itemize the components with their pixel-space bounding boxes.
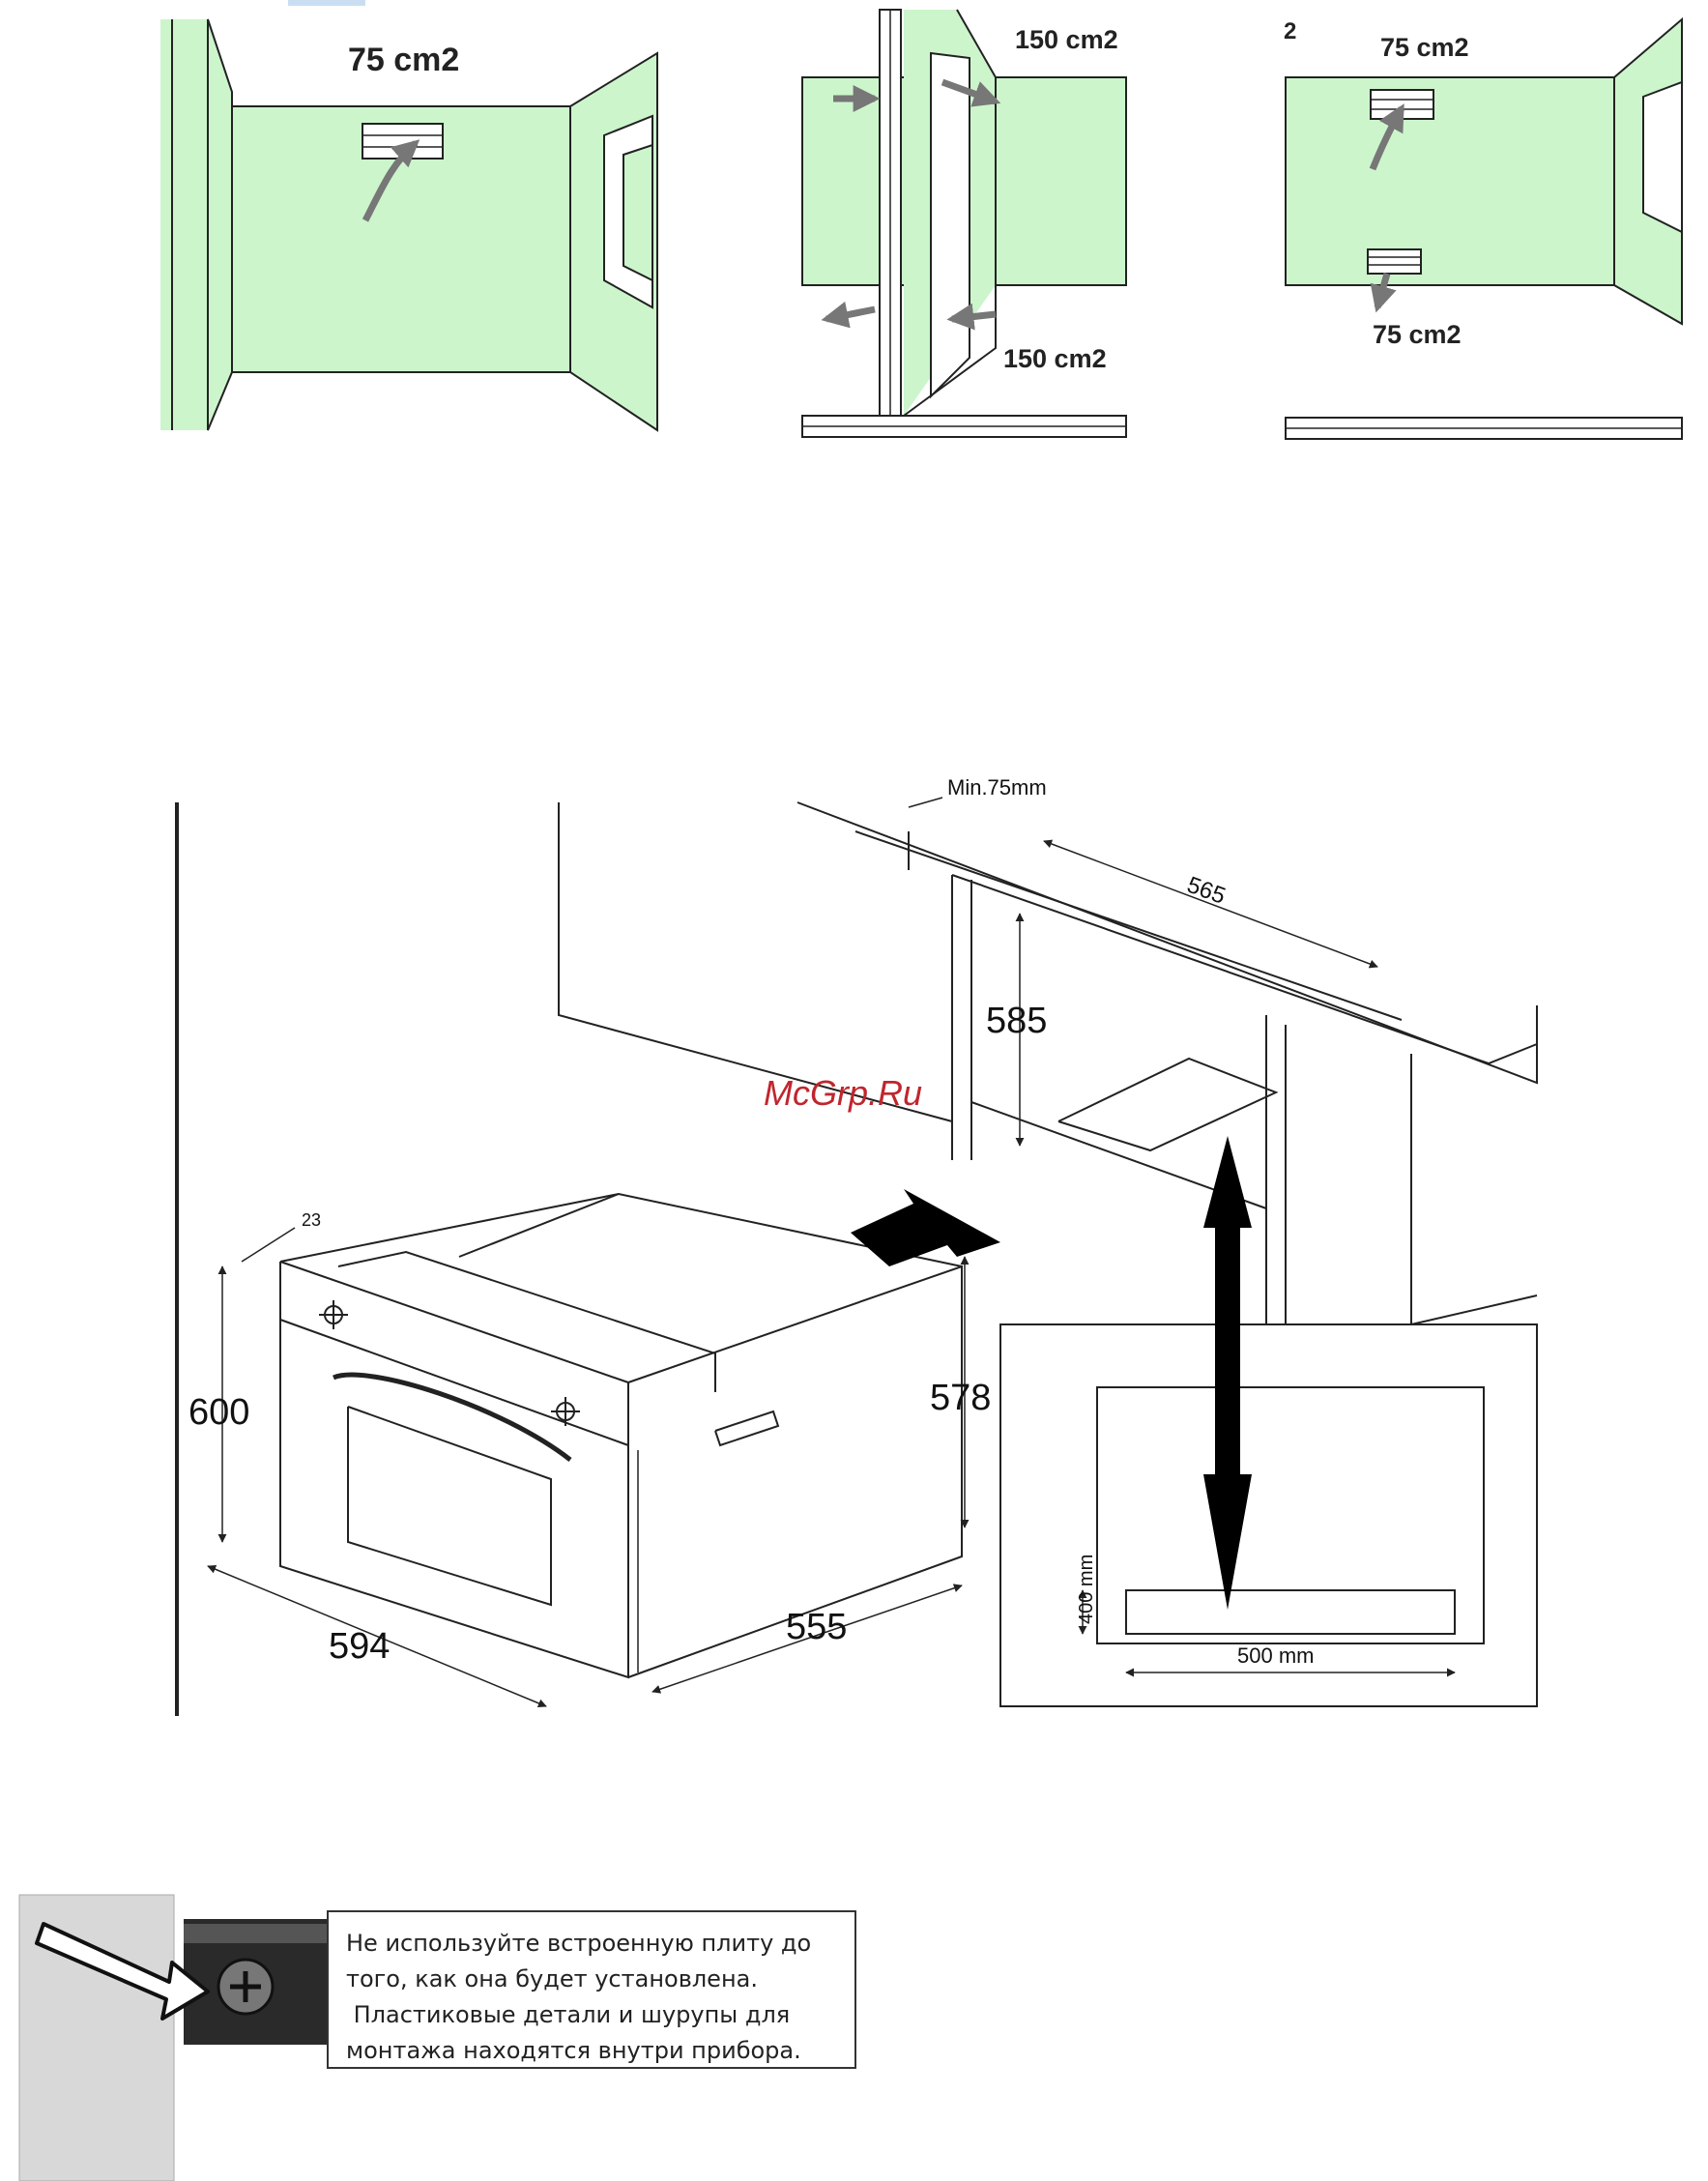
airflow-arrow-icon <box>821 301 876 329</box>
installation-diagram <box>175 797 1538 1716</box>
pointer-arrow-icon <box>35 1922 210 2021</box>
vent-label-middle-bottom: 150 cm2 <box>1003 344 1107 373</box>
airflow-arrow-icon <box>362 139 420 222</box>
airflow-arrow-icon <box>946 303 997 331</box>
oven-body-height-label: 578 <box>930 1378 991 1418</box>
vent-diagram-middle: 150 cm2 150 cm2 <box>801 9 1127 438</box>
clearance-label: Min.75mm <box>947 775 1047 800</box>
vent-diagram-left: 75 cm2 <box>160 0 658 432</box>
brick-wall <box>879 9 902 417</box>
watermark: McGrp.Ru <box>764 1073 922 1113</box>
niche-depth-label: 565 <box>1183 872 1229 910</box>
vent-height-label: 400 mm <box>1076 1555 1097 1624</box>
vent-label-right-top: 75 cm2 <box>1380 33 1469 62</box>
brick-floor <box>1285 417 1683 440</box>
airflow-arrow-icon <box>1369 103 1405 171</box>
installation-notice: Не используйте встроенную плиту до того,… <box>327 1910 856 2069</box>
oven-width-label: 594 <box>329 1626 390 1667</box>
vent-label-left: 75 cm2 <box>348 42 459 78</box>
oven-height-label: 600 <box>188 1392 249 1433</box>
airflow-arrow-icon <box>1370 273 1397 313</box>
vent-width-label: 500 mm <box>1237 1643 1314 1668</box>
notice-line: Пластиковые детали и шурупы для <box>346 2001 791 2028</box>
vent-label-right-fragment: 2 <box>1284 18 1296 44</box>
vent-grille-icon <box>1367 248 1422 275</box>
vent-label-middle-top: 150 cm2 <box>1015 25 1118 54</box>
oven-depth-label: 555 <box>786 1607 847 1647</box>
insert-direction-arrow-icon <box>851 1189 1000 1266</box>
brick-floor <box>801 415 1127 438</box>
airflow-arrow-icon <box>941 78 1001 107</box>
niche-height-label: 585 <box>986 1001 1047 1041</box>
vent-diagram-right: 75 cm2 75 cm2 2 <box>1284 16 1683 440</box>
vent-label-right-bottom: 75 cm2 <box>1373 320 1462 349</box>
up-down-arrow-icon <box>1203 1136 1252 1610</box>
screw-photo <box>18 1894 329 2181</box>
notice-line: монтажа находятся внутри прибора. <box>346 2037 801 2064</box>
oven-offset-label: 23 <box>302 1210 321 1230</box>
fan-icon <box>551 1397 580 1426</box>
vent-grille-icon <box>1370 89 1434 120</box>
fan-icon <box>319 1300 348 1329</box>
notice-line: того, как она будет установлена. <box>346 1965 758 1992</box>
notice-line: Не используйте встроенную плиту до <box>346 1930 812 1957</box>
